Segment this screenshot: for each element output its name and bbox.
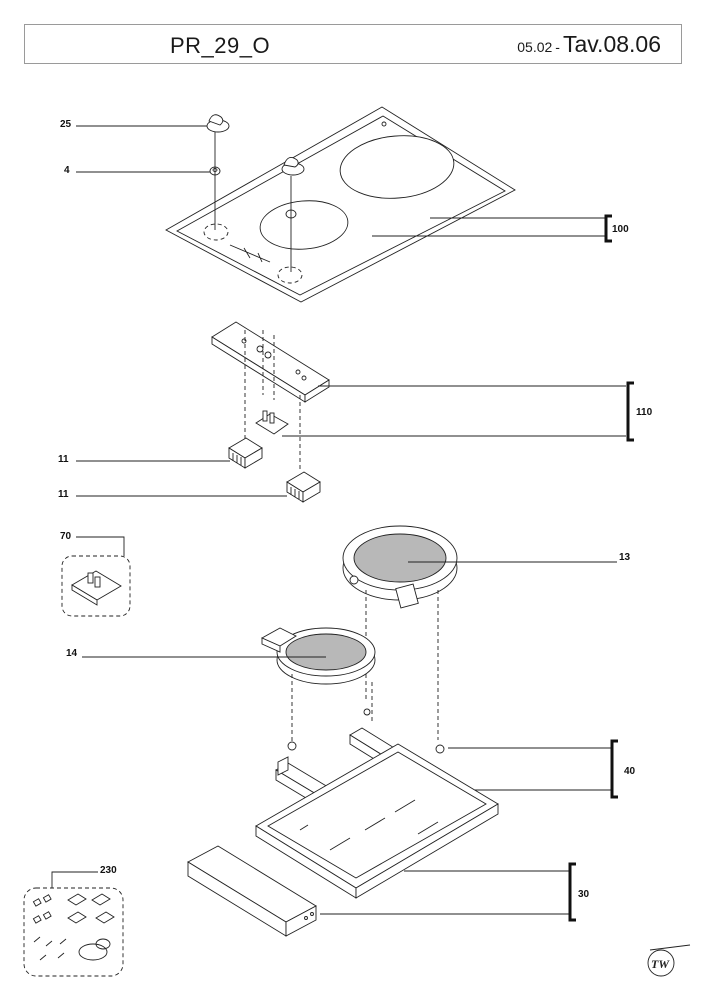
callout-25: 25 bbox=[60, 119, 72, 130]
callout-13: 13 bbox=[619, 552, 631, 563]
callout-100: 100 bbox=[612, 224, 629, 235]
callout-40: 40 bbox=[624, 766, 636, 777]
logo-text: TW bbox=[651, 957, 670, 971]
kit-70-frame bbox=[61, 555, 131, 617]
tw-brand-logo: TW bbox=[647, 944, 691, 977]
large-hotplate bbox=[342, 525, 458, 609]
fixing-kit bbox=[32, 893, 115, 961]
revision-date: 05.02 bbox=[517, 39, 553, 55]
terminal-block-2 bbox=[286, 471, 321, 503]
separator: - bbox=[555, 39, 560, 55]
knob-hole-left bbox=[203, 223, 229, 241]
document-code: PR_29_O bbox=[170, 33, 271, 58]
callout-14: 14 bbox=[66, 648, 78, 659]
knob-hole-right bbox=[277, 266, 303, 284]
bottom-casing bbox=[255, 743, 499, 899]
table-reference: 05.02-Tav.08.06 bbox=[517, 31, 661, 58]
callout-30: 30 bbox=[578, 889, 590, 900]
callout-110: 110 bbox=[636, 407, 653, 418]
regulator-kit bbox=[71, 570, 122, 606]
callout-230: 230 bbox=[100, 865, 117, 876]
small-hotplate bbox=[260, 627, 376, 685]
title-block bbox=[24, 24, 682, 64]
callout-70: 70 bbox=[60, 531, 72, 542]
kit-230-frame bbox=[23, 887, 124, 977]
callout-4: 4 bbox=[64, 165, 70, 176]
energy-regulator bbox=[255, 410, 289, 435]
control-knob-right bbox=[281, 156, 305, 176]
control-bracket bbox=[211, 321, 330, 403]
glass-hob-top bbox=[165, 106, 516, 303]
front-panel bbox=[187, 845, 317, 937]
control-knob bbox=[206, 114, 230, 133]
callout-11-upper: 11 bbox=[58, 454, 69, 465]
callout-11-lower: 11 bbox=[58, 489, 69, 500]
table-number: Tav.08.06 bbox=[562, 31, 661, 57]
terminal-block-1 bbox=[228, 437, 263, 469]
